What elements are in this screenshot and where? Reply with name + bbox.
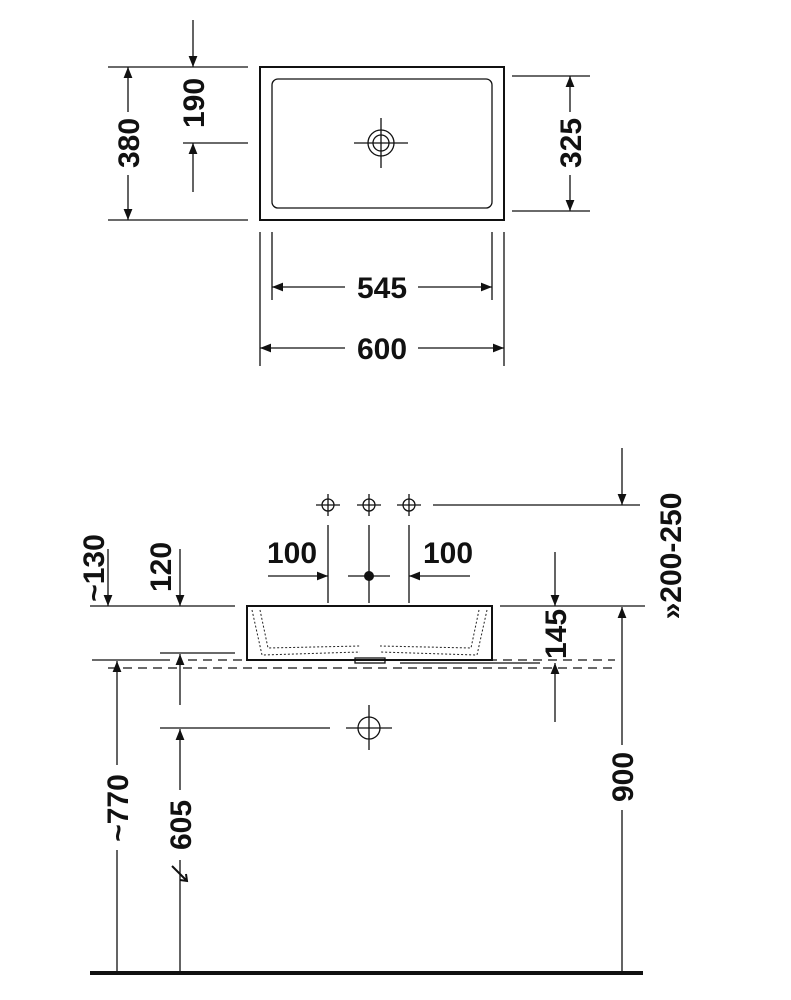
dim-tap-left: 100 (267, 537, 317, 570)
waste-outlet-icon (346, 705, 392, 750)
dim-inner-depth: 325 (555, 118, 588, 168)
dim-900: 900 (607, 752, 640, 802)
dim-120: 120 (145, 542, 178, 592)
basin-outline-top (259, 66, 505, 221)
top-view: 380 190 325 545 600 (108, 20, 590, 366)
dim-inner-width: 545 (357, 272, 407, 305)
pointer-arrow-icon (171, 865, 189, 883)
basin-bowl-top (271, 78, 493, 209)
dim-overall-width: 600 (357, 333, 407, 366)
basin-outline-side (246, 605, 493, 661)
side-view: 100 100 ~130 120 145 »200-250 ~770 605 9… (78, 448, 688, 975)
dim-approx-770: ~770 (102, 774, 135, 842)
dim-145: 145 (540, 609, 573, 659)
dim-605: 605 (165, 800, 198, 850)
dim-drain-offset: 190 (178, 78, 211, 128)
dim-tap-right: 100 (423, 537, 473, 570)
dim-approx-130: ~130 (78, 534, 111, 602)
dim-overall-depth: 380 (113, 118, 146, 168)
dim-tap-height: »200-250 (655, 493, 688, 620)
tap-hole-icons (316, 494, 421, 516)
basin-inner-profile (251, 609, 488, 656)
drain-icon (354, 118, 408, 168)
